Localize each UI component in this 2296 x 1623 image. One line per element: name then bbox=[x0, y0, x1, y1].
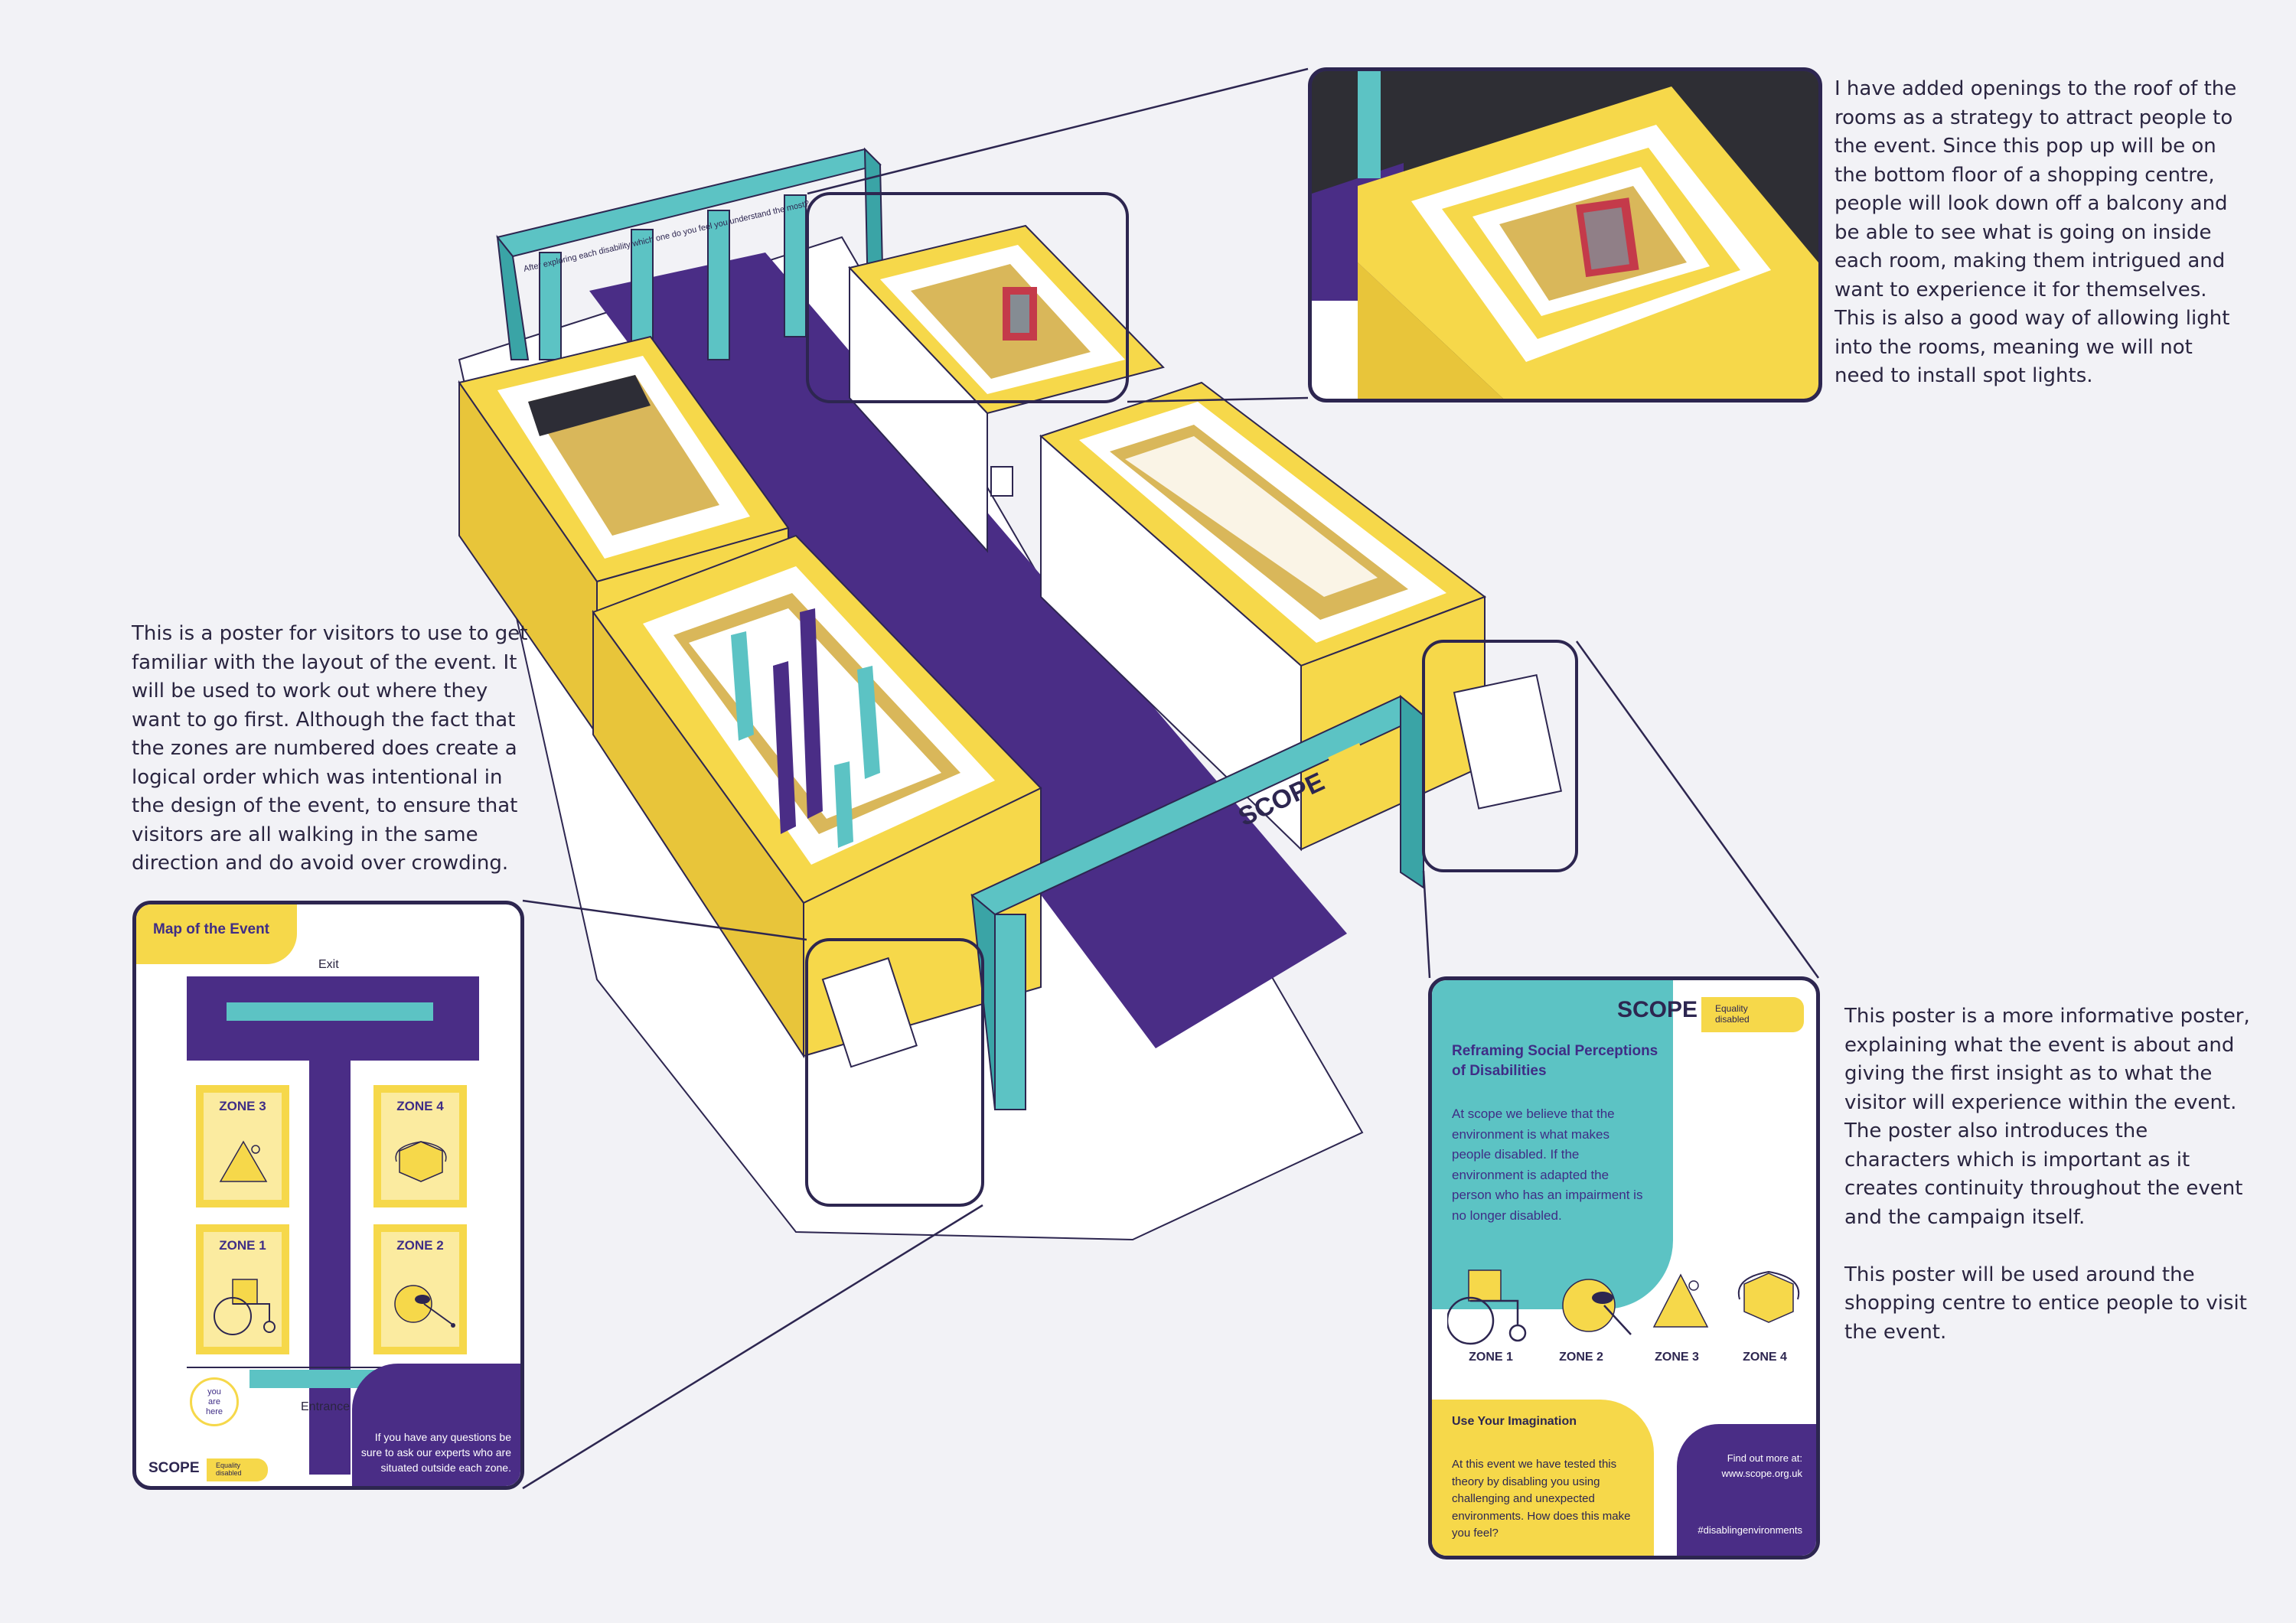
scope-url: www.scope.org.uk bbox=[1721, 1468, 1803, 1479]
info-brand-badge bbox=[1701, 997, 1804, 1032]
triangle-character-icon bbox=[219, 1140, 268, 1182]
purple-carpet bbox=[589, 253, 1347, 1048]
info-body-text: At scope we believe that the environment… bbox=[1452, 1106, 1643, 1223]
model-poster-info bbox=[1453, 673, 1563, 810]
map-poster-note: This is a poster for visitors to use to … bbox=[132, 622, 528, 875]
imagination-body: At this event we have tested this theory… bbox=[1452, 1458, 1631, 1540]
info-poster-panel: SCOPE Equality disabled Reframing Social… bbox=[1428, 976, 1820, 1559]
info-brand-logo: SCOPE bbox=[1617, 997, 1698, 1022]
char-label-zone-1: ZONE 1 bbox=[1469, 1351, 1513, 1364]
roof-openings-note: I have added openings to the roof of the… bbox=[1835, 77, 2237, 387]
map-zone-2: ZONE 2 bbox=[373, 1224, 467, 1354]
char-label-zone-2: ZONE 2 bbox=[1559, 1351, 1603, 1364]
imagination-heading: Use Your Imagination bbox=[1452, 1415, 1577, 1428]
map-corridor bbox=[309, 1058, 351, 1475]
hexagon-character-icon bbox=[395, 1141, 447, 1182]
circle-character-icon bbox=[394, 1285, 455, 1328]
callout-frame-map bbox=[805, 938, 984, 1207]
map-title: Map of the Event bbox=[153, 921, 270, 937]
info-brand-badge-text: Equality disabled bbox=[1715, 1003, 1750, 1025]
map-brand-logo: SCOPE bbox=[148, 1460, 200, 1476]
map-zone-1: ZONE 1 bbox=[196, 1224, 289, 1354]
zone-room-back-left bbox=[458, 335, 790, 738]
connector-lines bbox=[522, 67, 1820, 1490]
wheelchair-character-icon bbox=[214, 1279, 276, 1335]
hashtag: #disablingenvironments bbox=[1698, 1524, 1802, 1536]
you-are-here-marker: you are here bbox=[190, 1377, 239, 1426]
findout-blob bbox=[1677, 1424, 1816, 1556]
callout-frame-info bbox=[1422, 640, 1578, 872]
map-brand-badge bbox=[207, 1458, 268, 1481]
circle-character-icon bbox=[1562, 1279, 1632, 1335]
map-zone-4: ZONE 4 bbox=[373, 1085, 467, 1207]
info-characters-row bbox=[1447, 1269, 1800, 1345]
map-poster-panel: Map of the Event Exit ZONE 3 ZONE 4 ZONE… bbox=[132, 901, 524, 1490]
map-entrance-line bbox=[187, 1367, 481, 1368]
map-zone-3: ZONE 3 bbox=[196, 1085, 289, 1207]
hexagon-character-icon bbox=[1737, 1270, 1800, 1323]
map-brand-badge-text: Equality disabled bbox=[216, 1462, 242, 1477]
info-teal-blob bbox=[1432, 980, 1673, 1309]
zone-room-back-right bbox=[848, 224, 1165, 553]
questions-blob bbox=[352, 1364, 520, 1486]
char-label-zone-3: ZONE 3 bbox=[1655, 1351, 1699, 1364]
info-yellow-blob bbox=[1432, 1400, 1654, 1556]
map-title-tab bbox=[136, 904, 297, 964]
questions-text: If you have any questions be sure to ask… bbox=[360, 1431, 511, 1474]
model-poster-map bbox=[821, 957, 918, 1068]
roof-detail-render bbox=[1312, 71, 1818, 399]
triangle-character-icon bbox=[1652, 1273, 1709, 1328]
wheelchair-character-icon bbox=[1447, 1269, 1527, 1345]
entrance-label: Entrance bbox=[301, 1400, 351, 1413]
callout-frame-roof bbox=[806, 192, 1129, 403]
info-heading: Reframing Social Perceptions of Disabili… bbox=[1452, 1043, 1658, 1079]
exit-label: Exit bbox=[318, 958, 339, 971]
find-out-label: Find out more at: bbox=[1727, 1452, 1802, 1464]
roof-detail-panel bbox=[1308, 67, 1822, 402]
char-label-zone-4: ZONE 4 bbox=[1743, 1351, 1787, 1364]
map-exit-strip bbox=[227, 1002, 433, 1021]
info-poster-note: This poster is a more informative poster… bbox=[1844, 1005, 2250, 1344]
